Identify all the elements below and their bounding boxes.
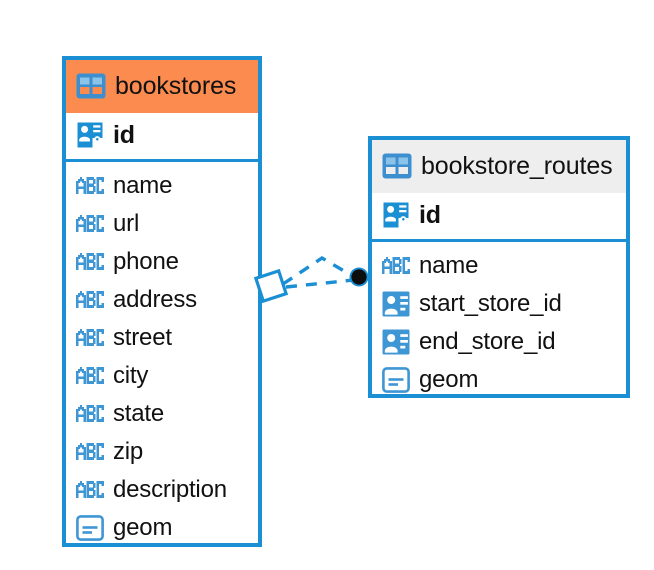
abc-icon [76,176,104,196]
geometry-icon [76,515,104,541]
entity-bookstores[interactable]: bookstores [62,56,262,547]
field-label: description [113,476,227,504]
abc-icon [76,480,104,500]
field-label: url [113,210,140,238]
abc-icon [382,256,410,276]
field-label: geom [419,366,479,394]
abc-icon [76,214,104,234]
entity-title: bookstores [115,71,237,100]
field-label: end_store_id [419,328,556,356]
field-row-name[interactable]: name [66,167,258,205]
entity-header-bookstores[interactable]: bookstores [66,60,258,113]
field-row-end-store-id[interactable]: end_store_id [372,323,626,361]
field-label: zip [113,438,144,466]
field-label: start_store_id [419,290,562,318]
field-label: street [113,324,172,352]
field-row-start-store-id[interactable]: start_store_id [372,285,626,323]
field-label: name [419,252,479,280]
field-label: state [113,400,165,428]
field-row-state[interactable]: state [66,395,258,433]
abc-icon [76,366,104,386]
field-row-description[interactable]: description [66,471,258,509]
field-label: geom [113,514,173,542]
field-row-geom[interactable]: geom [66,509,258,547]
abc-icon [76,252,104,272]
field-row-url[interactable]: url [66,205,258,243]
table-icon [382,153,412,179]
field-row-phone[interactable]: phone [66,243,258,281]
field-row-zip[interactable]: zip [66,433,258,471]
abc-icon [76,442,104,462]
field-row-address[interactable]: address [66,281,258,319]
filled-circle-marker [349,267,369,287]
primary-key-icon [76,121,104,149]
field-row-street[interactable]: street [66,319,258,357]
abc-icon [76,328,104,348]
geometry-icon [382,367,410,393]
entity-title: bookstore_routes [421,151,613,180]
field-row-name[interactable]: name [372,247,626,285]
foreign-key-icon [382,329,410,355]
field-row-primary-key[interactable]: id [66,113,258,162]
abc-icon [76,290,104,310]
field-list-bookstore-routes: name start_store_id [372,242,626,405]
field-row-primary-key[interactable]: id [372,193,626,242]
field-label: city [113,362,149,390]
relationship-line-upper [282,255,357,286]
field-label: name [113,172,173,200]
entity-header-bookstore-routes[interactable]: bookstore_routes [372,140,626,193]
relationship-line-lower [285,278,355,289]
field-label: address [113,286,197,314]
entity-bookstore-routes[interactable]: bookstore_routes [368,136,630,398]
primary-key-icon [382,201,410,229]
foreign-key-icon [382,291,410,317]
field-row-geom[interactable]: geom [372,361,626,399]
field-row-city[interactable]: city [66,357,258,395]
field-label: id [113,120,135,149]
abc-icon [76,404,104,424]
field-label: phone [113,248,179,276]
table-icon [76,73,106,99]
field-list-bookstores: name url [66,162,258,553]
field-label: id [419,200,441,229]
